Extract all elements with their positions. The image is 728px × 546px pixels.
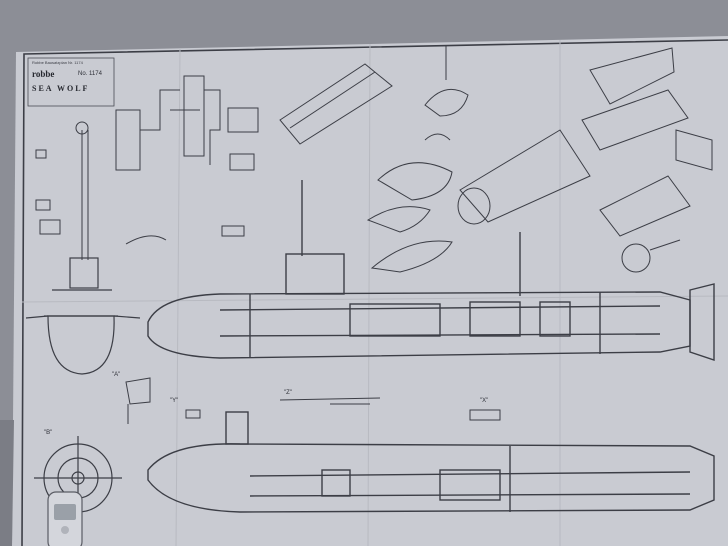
section-label-a: "A" [112, 372, 121, 378]
small-parts-left [35, 121, 245, 260]
title-caption: Robbe Bausatzplan Nr. 1174 [32, 60, 83, 65]
brand-name: robbe [32, 69, 55, 79]
front-section-view [25, 257, 141, 375]
model-name: SEA WOLF [32, 84, 90, 93]
small-parts-middle [125, 377, 501, 424]
sheet-border [21, 39, 728, 546]
section-label-b: "B" [44, 430, 53, 436]
section-label-z: "Z" [284, 390, 292, 396]
hull-side-view [147, 180, 715, 361]
section-label-x: "X" [480, 398, 489, 404]
exploded-parts-top [279, 46, 713, 273]
section-label-y: "Y" [170, 398, 179, 404]
fold-line-2 [367, 43, 371, 546]
title-block-frame [27, 57, 115, 107]
fold-line-h [21, 295, 728, 303]
model-number: No. 1174 [78, 71, 102, 77]
fold-line-1 [175, 47, 181, 546]
sheet-shadow-left [0, 420, 14, 546]
wiring-diagram [115, 75, 259, 171]
hull-top-view [147, 411, 715, 513]
title-block: Robbe Bausatzplan Nr. 1174 robbe No. 117… [28, 58, 114, 106]
mobile-phone [47, 491, 83, 546]
